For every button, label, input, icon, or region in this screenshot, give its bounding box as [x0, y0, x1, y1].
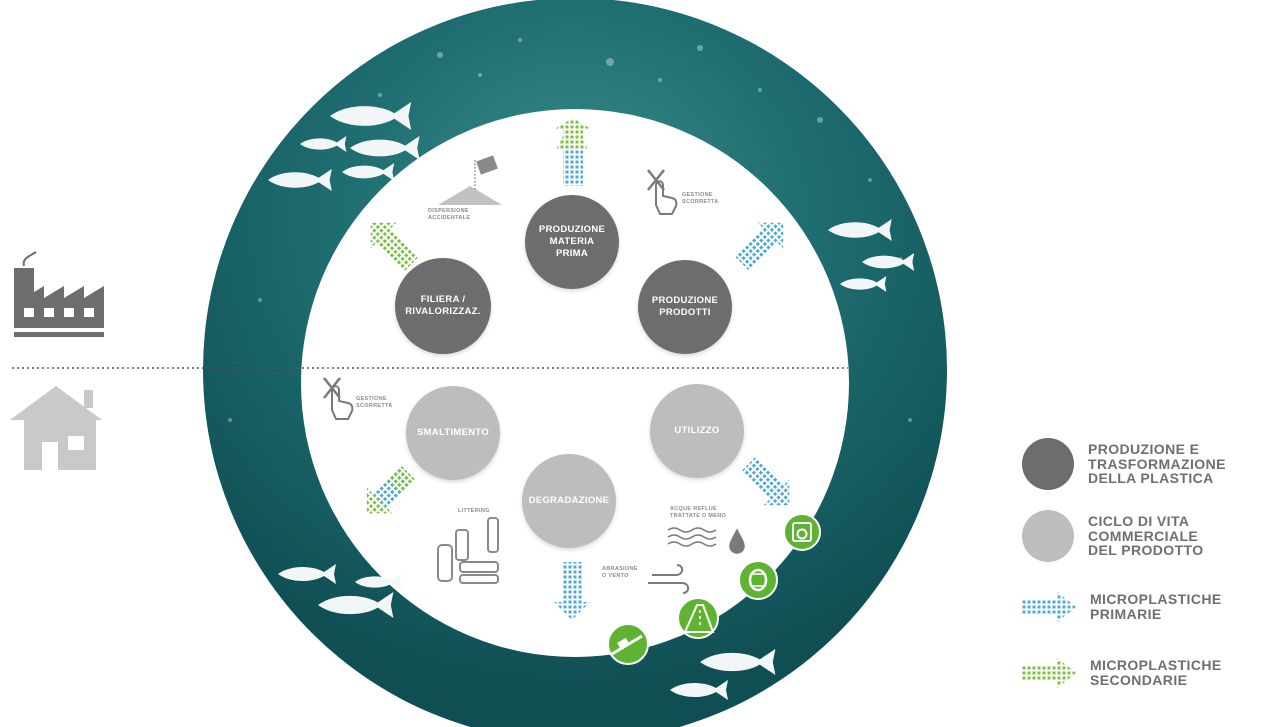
node-smaltimento: SMALTIMENTO: [406, 386, 500, 480]
arrow-secondary-bottom-left: [366, 465, 415, 514]
factory-icon: [14, 251, 104, 337]
node-label: DEGRADAZIONE: [528, 495, 610, 507]
caption-abrasione: ABRASIONE O VENTO: [602, 566, 638, 579]
node-degradazione: DEGRADAZIONE: [522, 454, 616, 548]
caption-dispersione: DISPERSIONE ACCIDENTALE: [428, 208, 471, 221]
node-label: FILIERA / RIVALORIZZAZ.: [405, 294, 481, 317]
arrow-primary-top-right: [735, 222, 784, 271]
tire-icon: [738, 560, 778, 600]
node-label: PRODUZIONE MATERIA PRIMA: [538, 224, 606, 259]
node-label: UTILIZZO: [674, 425, 720, 437]
arrow-primary-bottom-right: [741, 457, 790, 506]
caption-littering: LITTERING: [458, 508, 490, 514]
legend-arrow-primary: [1022, 591, 1076, 623]
toothbrush-icon: [607, 623, 649, 665]
legend-label: CICLO DI VITA COMMERCIALE DEL PRODOTTO: [1088, 512, 1204, 559]
legend-label: MICROPLASTICHE SECONDARIE: [1090, 657, 1222, 688]
washing-machine-icon: [783, 513, 821, 551]
node-produzione-materia-prima: PRODUZIONE MATERIA PRIMA: [525, 195, 619, 289]
legend-item-ciclo: CICLO DI VITA COMMERCIALE DEL PRODOTTO: [1022, 510, 1204, 562]
node-label: PRODUZIONE PRODOTTI: [651, 295, 719, 318]
water-drop-icon: [667, 527, 745, 554]
arrow-primary-bottom: [554, 562, 590, 620]
node-utilizzo: UTILIZZO: [650, 384, 744, 478]
legend-item-produzione: PRODUZIONE E TRASFORMAZIONE DELLA PLASTI…: [1022, 438, 1226, 490]
caption-acque-reflue: ACQUE REFLUE TRATTATE O MENO: [670, 506, 727, 519]
node-produzione-prodotti: PRODUZIONE PRODOTTI: [638, 260, 732, 354]
node-label: SMALTIMENTO: [416, 427, 490, 439]
hand-icon: [323, 169, 678, 420]
bottle-icon: [437, 517, 499, 584]
caption-gestione-bottom: GESTIONE SCORRETTA: [356, 396, 393, 409]
legend-label: MICROPLASTICHE PRIMARIE: [1090, 591, 1222, 622]
ocean-ring: [190, 0, 960, 727]
wind-icon: [648, 564, 690, 594]
legend-label: PRODUZIONE E TRASFORMAZIONE DELLA PLASTI…: [1088, 440, 1226, 487]
legend-item-secondarie: MICROPLASTICHE SECONDARIE: [1022, 656, 1222, 690]
house-icon: [10, 386, 102, 470]
dispersion-icon: [438, 155, 502, 205]
arrow-secondary-top: [553, 118, 593, 186]
caption-gestione-top: GESTIONE SCORRETTA: [682, 192, 719, 205]
legend-item-primarie: MICROPLASTICHE PRIMARIE: [1022, 590, 1222, 624]
legend-swatch-light: [1022, 510, 1074, 562]
arrow-secondary-top-left: [370, 222, 419, 271]
node-filiera: FILIERA / RIVALORIZZAZ.: [395, 258, 491, 354]
road-icon: [677, 597, 719, 639]
legend-arrow-secondary: [1022, 657, 1076, 689]
legend-swatch-dark: [1022, 438, 1074, 490]
